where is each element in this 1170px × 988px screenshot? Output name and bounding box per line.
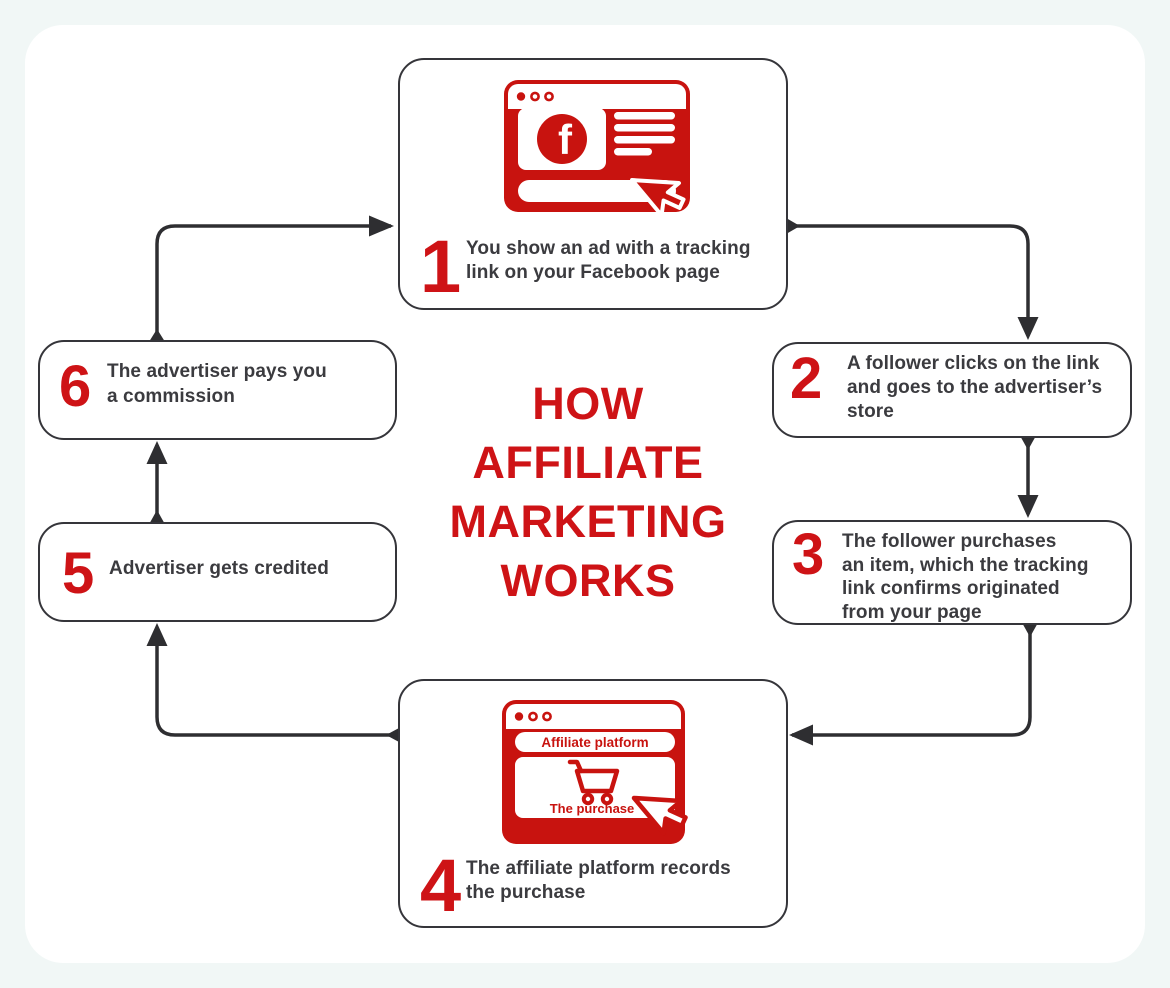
connector-1-to-2 [787,224,1030,336]
arrow-exit-5 [150,510,164,523]
step-description: The affiliate platform records the purch… [466,858,731,903]
step-1-card: f 1 You show an ad with a tracking link … [398,58,788,310]
browser-dots-icon [516,91,554,102]
step-number: 2 [790,346,822,411]
facebook-logo-icon [537,114,587,164]
arrow-exit-1 [787,218,800,234]
step-number: 1 [420,225,461,308]
cursor-icon [630,178,686,218]
platform-header-label: Affiliate platform [541,735,648,750]
step-3-card: 3 The follower purchases an item, which … [772,520,1132,625]
connector-3-to-4 [792,624,1032,737]
step-6-card: 6 The advertiser pays you a commission [38,340,397,440]
step-2-card: 2 A follower clicks on the link and goes… [772,342,1132,438]
step-description: The advertiser pays you a commission [107,361,327,407]
arrowhead-into-6 [146,441,168,464]
facebook-ad-browser-icon: f [504,80,690,218]
platform-header-pill [515,732,675,752]
step-number: 5 [62,541,94,606]
shopping-cart-icon [567,759,620,806]
cursor-icon [631,795,688,836]
purchase-panel [515,757,675,818]
arrow-exit-2 [1021,437,1035,450]
step-description: Advertiser gets credited [109,558,329,579]
arrowhead-into-5 [146,623,168,646]
arrowhead-into-4 [789,724,813,746]
diagram-title: HOW AFFILIATE MARKETING WORKS [449,378,727,606]
connector-6-to-1 [155,224,391,341]
facebook-letter: f [558,116,573,163]
step-4-card: Affiliate platform The purchase 4 The af… [398,679,788,928]
arrowhead-into-3 [1017,495,1039,518]
connector-4-to-5 [155,628,399,737]
ad-text-lines-icon [614,112,675,156]
step-description: A follower clicks on the link and goes t… [847,353,1103,422]
arrow-exit-3 [1023,624,1037,637]
arrowhead-into-2 [1017,317,1039,340]
purchase-label: The purchase [550,801,635,816]
step-5-card: 5 Advertiser gets credited [38,522,397,622]
step-number: 6 [59,354,91,419]
browser-dots-icon [514,711,552,722]
step-number: 4 [420,844,461,927]
arrowhead-into-1 [369,215,394,237]
step-description: You show an ad with a tracking link on y… [466,238,751,283]
arrow-exit-4 [386,728,399,742]
step-number: 3 [792,522,824,587]
affiliate-platform-browser-icon: Affiliate platform The purchase [502,700,688,844]
step-description: The follower purchases an item, which th… [842,531,1089,623]
arrow-exit-6 [149,329,165,341]
